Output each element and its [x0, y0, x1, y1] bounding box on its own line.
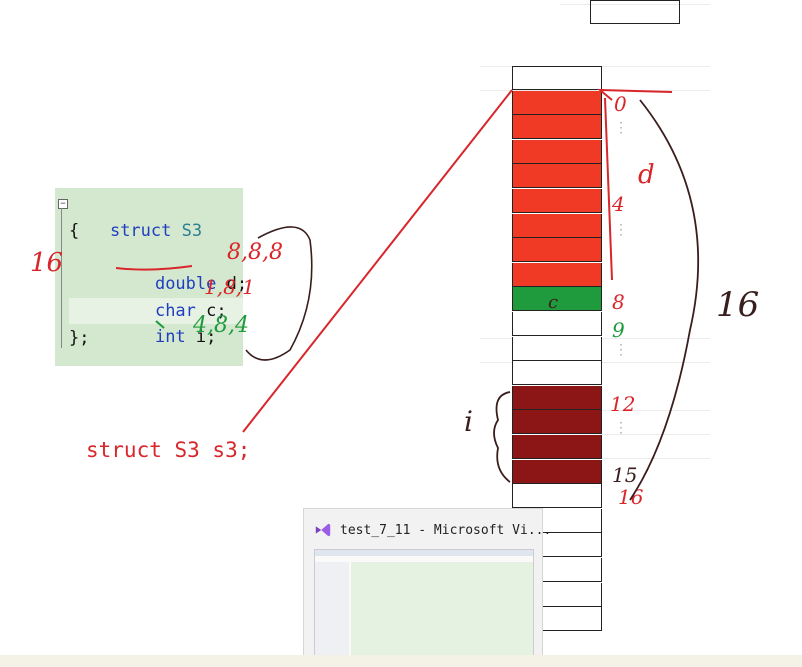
- memory-byte-d: [512, 90, 602, 115]
- memory-cell-top: [590, 0, 680, 24]
- current-line-highlight: [69, 298, 243, 324]
- alignment-note-d: 8,8,8: [227, 240, 283, 265]
- memory-byte-d: [512, 115, 602, 140]
- continuation-dots-2: ⋮: [614, 222, 628, 238]
- bottom-taskbar-strip: [0, 655, 802, 667]
- continuation-dots-3: ⋮: [614, 342, 628, 358]
- offset-16-label: 16: [618, 485, 644, 509]
- offset-12-label: 12: [610, 392, 636, 416]
- total-size-annotation: 16: [716, 285, 760, 325]
- alignment-note-c: 1,8,1: [204, 275, 255, 299]
- member-i-brace: [493, 391, 511, 483]
- memory-byte-empty: [512, 312, 602, 336]
- memory-byte-empty: [512, 361, 602, 386]
- offset-arrow: [597, 88, 673, 101]
- code-line-6: };: [69, 328, 90, 348]
- memory-byte-i: [512, 410, 602, 435]
- offset-4-label: 4: [612, 192, 625, 216]
- offset-0-label: 0: [614, 92, 627, 116]
- offset-9-label: 9: [612, 318, 625, 342]
- memory-byte-c: [512, 287, 602, 312]
- memory-byte-empty: [512, 484, 602, 509]
- memory-byte-i: [512, 435, 602, 459]
- member-d-label: d: [638, 160, 655, 190]
- memory-byte-d: [512, 262, 602, 287]
- thumbnail-preview: [314, 549, 534, 667]
- member-i-label: i: [464, 405, 473, 438]
- memory-byte-d: [512, 139, 602, 164]
- continuation-dots-1: ⋮: [614, 120, 628, 136]
- code-line-2: {: [69, 221, 80, 241]
- alignment-note-i: 4,8,4: [193, 313, 249, 338]
- memory-byte-d: [512, 213, 602, 238]
- code-line-5: int i;: [154, 327, 217, 347]
- code-line-4: char c;: [154, 301, 227, 321]
- pointer-line: [242, 89, 513, 433]
- collapse-toggle-icon[interactable]: −: [58, 199, 68, 209]
- struct-variable-declaration: struct S3 s3;: [86, 438, 251, 462]
- size-annotation-left: 16: [30, 248, 64, 278]
- scope-guide-line: [61, 208, 62, 348]
- offset-8-label: 8: [612, 290, 625, 314]
- offset-15-label: 15: [612, 463, 638, 487]
- code-line-1: struct S3: [109, 221, 203, 241]
- memory-byte-empty: [512, 66, 602, 90]
- member-d-brace: [604, 97, 613, 281]
- memory-byte-d: [512, 164, 602, 189]
- taskbar-window-thumbnail[interactable]: test_7_11 - Microsoft Vi...: [303, 508, 551, 667]
- code-line-3: double d;: [154, 274, 248, 294]
- continuation-dots-4: ⋮: [614, 420, 628, 436]
- memory-byte-empty: [512, 336, 602, 361]
- member-c-label: c: [548, 292, 559, 313]
- thumbnail-title: test_7_11 - Microsoft Vi...: [340, 523, 552, 538]
- code-editor-panel: − struct S3 { double d; char c; int i; }…: [55, 188, 247, 366]
- memory-byte-d: [512, 238, 602, 263]
- visual-studio-icon: [315, 523, 331, 537]
- memory-byte-i: [512, 459, 602, 484]
- memory-byte-i: [512, 385, 602, 410]
- memory-byte-d: [512, 189, 602, 213]
